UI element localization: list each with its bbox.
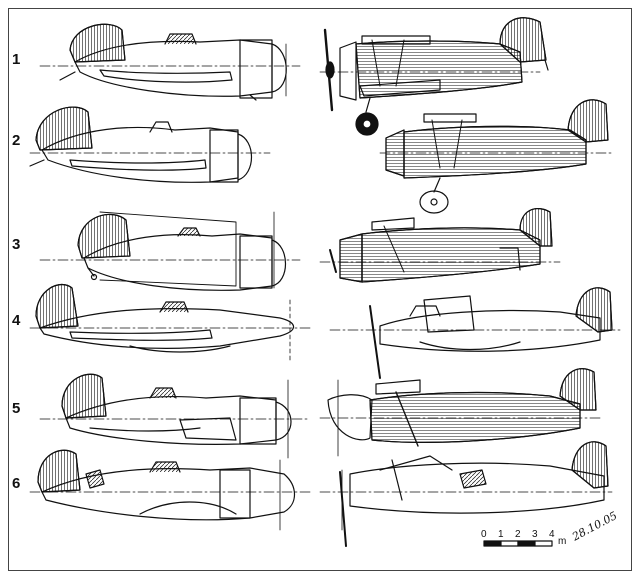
scale-bar xyxy=(483,540,553,547)
aircraft-6-left xyxy=(29,449,311,531)
scale-tick-4: 4 xyxy=(549,529,555,540)
scale-tick-1: 1 xyxy=(498,529,504,540)
scale-tick-3: 3 xyxy=(532,529,538,540)
row-label-3: 3 xyxy=(12,236,21,253)
aircraft-2-left xyxy=(29,106,271,183)
aircraft-3-left xyxy=(39,211,301,291)
row-label-2: 2 xyxy=(12,132,21,149)
scale-unit: m xyxy=(558,536,567,547)
row-label-1: 1 xyxy=(12,51,21,68)
aircraft-4-right xyxy=(329,287,621,379)
scale-tick-2: 2 xyxy=(515,529,521,540)
row-label-5: 5 xyxy=(12,400,21,417)
aircraft-1-right xyxy=(319,17,549,136)
row-label-4: 4 xyxy=(12,312,21,329)
aircraft-4-left xyxy=(29,283,311,361)
drawing-frame xyxy=(8,8,632,571)
aircraft-2-right xyxy=(379,99,613,214)
scale-tick-0: 0 xyxy=(481,529,487,540)
aircraft-6-right xyxy=(319,441,613,547)
aircraft-5-right xyxy=(319,368,601,457)
aircraft-3-right xyxy=(319,208,561,283)
aircraft-1-left xyxy=(39,23,301,101)
aircraft-5-left xyxy=(39,373,311,459)
row-label-6: 6 xyxy=(12,475,21,492)
